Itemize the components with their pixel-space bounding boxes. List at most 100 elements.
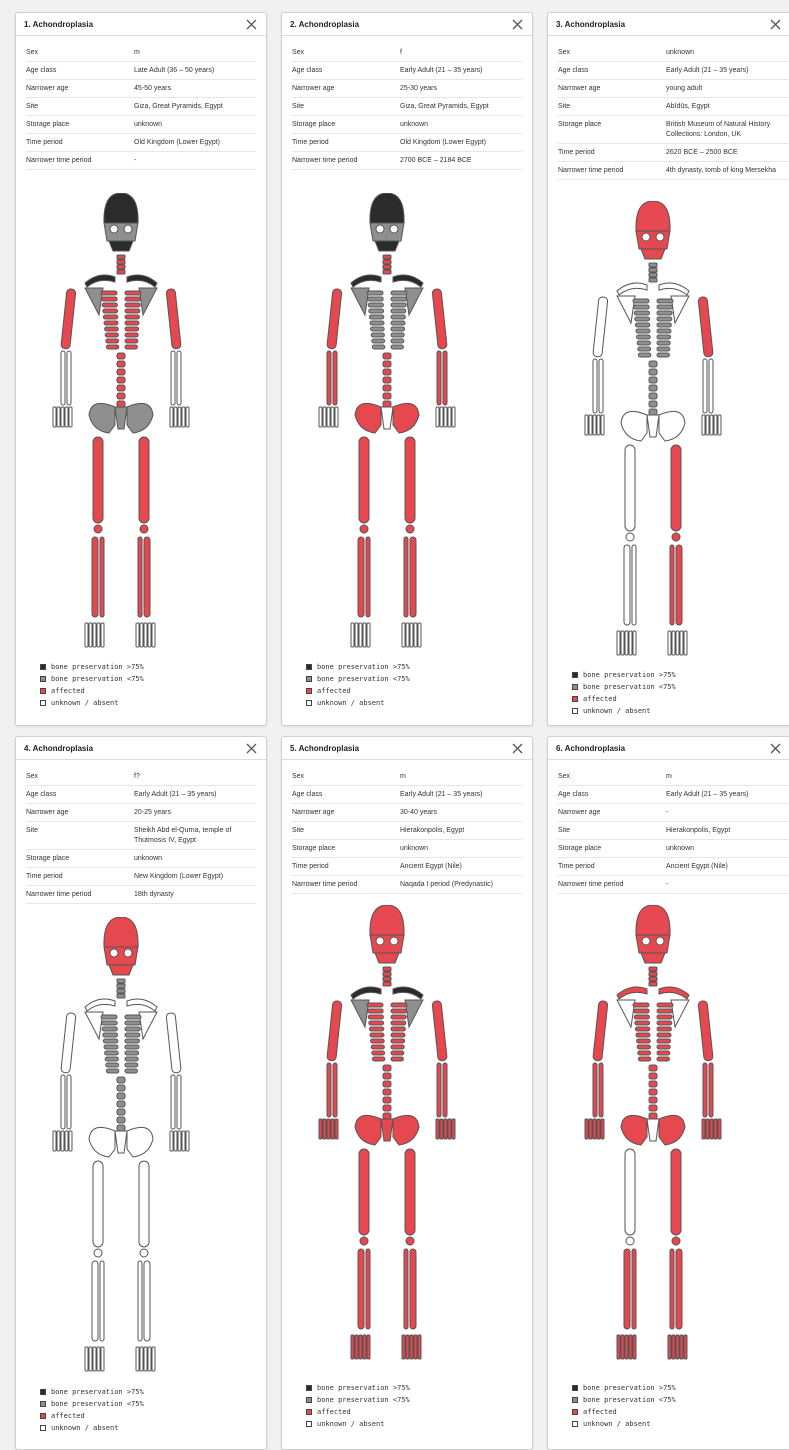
ulna-bone xyxy=(67,1075,71,1129)
femur-bone xyxy=(405,1149,415,1235)
field-label: Age class xyxy=(26,66,134,76)
rib-bone xyxy=(657,299,673,303)
scapula-bone xyxy=(139,288,157,315)
legend: bone preservation >75% bone preservation… xyxy=(40,661,144,709)
finger-bone xyxy=(53,1131,56,1151)
field-label: Narrower age xyxy=(292,84,400,94)
field-value: unknown xyxy=(400,120,522,130)
close-icon[interactable] xyxy=(510,741,524,755)
close-icon[interactable] xyxy=(510,17,524,31)
finger-bone xyxy=(710,1119,713,1139)
rib-bone xyxy=(657,1003,673,1007)
radius-bone xyxy=(327,351,331,405)
field-value: f? xyxy=(134,772,256,782)
rib-bone xyxy=(634,305,650,309)
rib-bone xyxy=(391,1015,406,1019)
ulna-bone xyxy=(443,351,447,405)
finger-bone xyxy=(714,1119,717,1139)
field-label: Time period xyxy=(558,862,666,872)
field-value: Early Adult (21 – 35 years) xyxy=(666,66,788,76)
neck-vertebra xyxy=(649,977,657,981)
close-icon[interactable] xyxy=(768,741,782,755)
eye-socket xyxy=(124,949,132,957)
finger-bone xyxy=(601,415,604,435)
field-value: unknown xyxy=(134,120,256,130)
finger-bone xyxy=(174,1131,177,1151)
rib-bone xyxy=(125,339,138,343)
vertebra-bone xyxy=(649,1105,657,1111)
neck-vertebra xyxy=(383,270,391,274)
rib-bone xyxy=(102,303,117,307)
neck-vertebra xyxy=(649,982,657,986)
rib-bone xyxy=(657,1027,671,1031)
rib-bone xyxy=(657,1039,671,1043)
ulna-bone xyxy=(333,351,337,405)
field-value: Early Adult (21 – 35 years) xyxy=(666,790,788,800)
radius-bone xyxy=(171,1075,175,1129)
patella-bone xyxy=(140,1249,148,1257)
rib-bone xyxy=(635,323,649,327)
field-value: unknown xyxy=(400,844,522,854)
toe-bone xyxy=(676,1335,679,1359)
toe-bone xyxy=(617,1335,620,1359)
rib-bone xyxy=(657,305,673,309)
field-value: 4th dynasty, tomb of king Mersekha xyxy=(666,166,788,176)
close-icon[interactable] xyxy=(244,741,258,755)
toe-bone xyxy=(97,623,100,647)
field-label: Narrower time period xyxy=(558,166,666,176)
ulna-bone xyxy=(333,1063,337,1117)
finger-bone xyxy=(170,407,173,427)
close-icon[interactable] xyxy=(768,17,782,31)
legend-label: affected xyxy=(583,695,617,703)
rib-bone xyxy=(125,1039,139,1043)
scapula-bone xyxy=(617,1000,635,1027)
toe-bone xyxy=(680,1335,683,1359)
ulna-bone xyxy=(599,1063,603,1117)
legend-swatch xyxy=(306,1409,312,1415)
humerus-bone xyxy=(61,1013,76,1074)
finger-bone xyxy=(323,407,326,427)
patella-bone xyxy=(94,1249,102,1257)
toe-bone xyxy=(140,623,143,647)
field-label: Sex xyxy=(26,772,134,782)
legend-label: bone preservation >75% xyxy=(317,663,410,671)
femur-bone xyxy=(93,1161,103,1247)
neck-vertebra xyxy=(117,260,125,264)
finger-bone xyxy=(436,1119,439,1139)
legend-swatch xyxy=(306,1385,312,1391)
rib-bone xyxy=(657,1015,672,1019)
finger-bone xyxy=(319,1119,322,1139)
legend-swatch xyxy=(306,1397,312,1403)
legend-label: unknown / absent xyxy=(317,699,384,707)
jaw-bone xyxy=(375,953,399,963)
rib-bone xyxy=(368,1009,384,1013)
neck-vertebra xyxy=(117,989,125,993)
rib-bone xyxy=(637,1039,651,1043)
humerus-bone xyxy=(593,297,608,358)
face-bone xyxy=(636,935,670,953)
vertebra-bone xyxy=(117,1125,125,1131)
rib-bone xyxy=(125,1033,140,1037)
rib-bone xyxy=(391,303,406,307)
toe-bone xyxy=(93,623,96,647)
finger-bone xyxy=(65,1131,68,1151)
rib-bone xyxy=(106,1069,118,1073)
finger-bone xyxy=(65,407,68,427)
rib-bone xyxy=(657,1033,671,1037)
scapula-bone xyxy=(351,288,369,315)
fibula-bone xyxy=(676,545,682,625)
close-icon[interactable] xyxy=(244,17,258,31)
finger-bone xyxy=(593,415,596,435)
ulna-bone xyxy=(443,1063,447,1117)
finger-bone xyxy=(57,407,60,427)
field-label: Age class xyxy=(292,66,400,76)
eye-socket xyxy=(110,225,118,233)
field-label: Age class xyxy=(292,790,400,800)
skeleton-figure xyxy=(548,201,789,666)
rib-bone xyxy=(369,315,383,319)
